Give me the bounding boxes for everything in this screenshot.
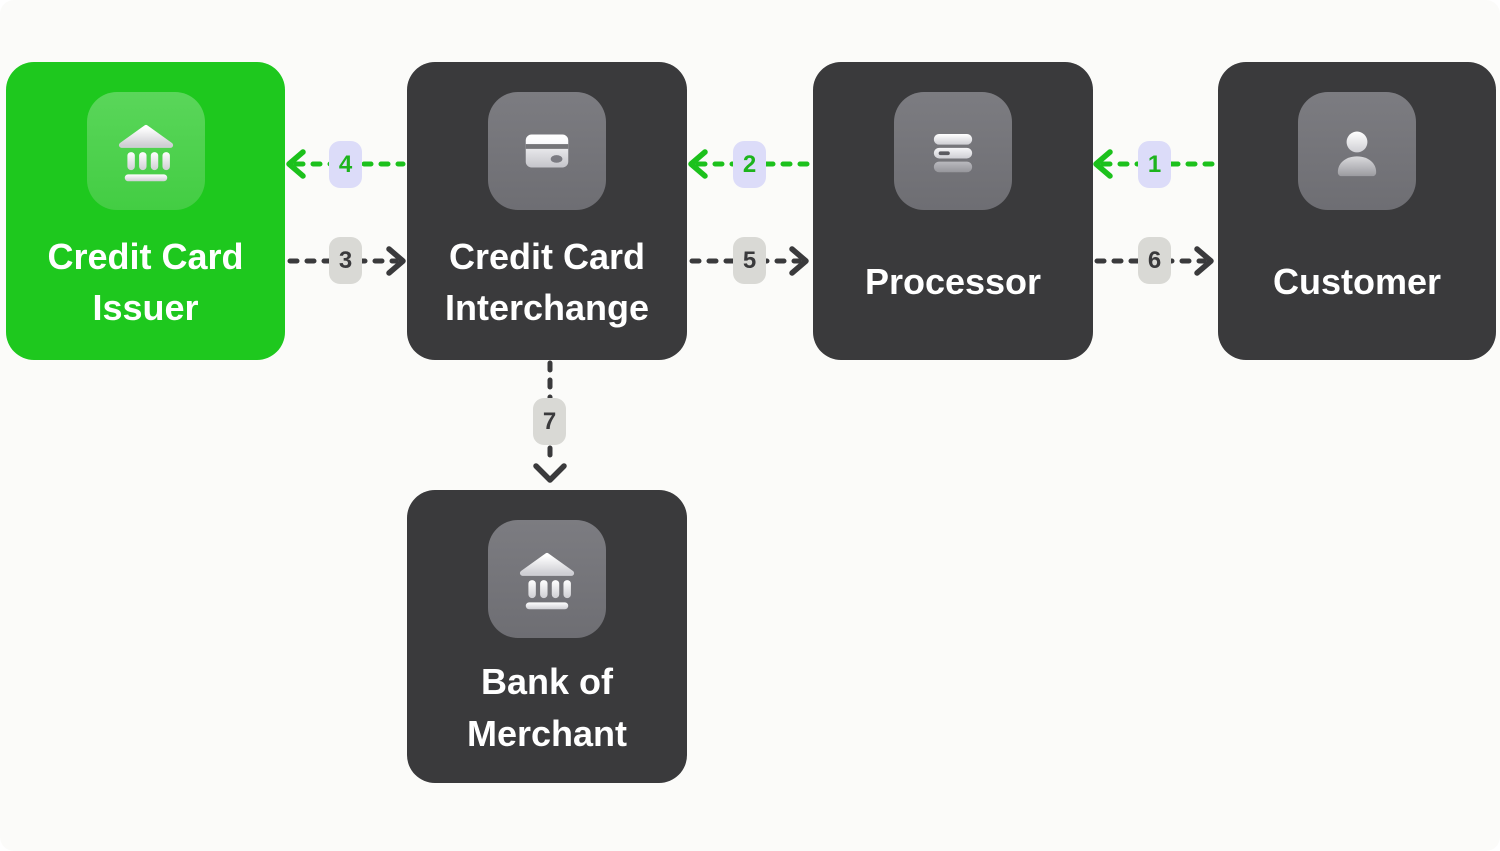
- node-label: Credit Card Interchange: [444, 235, 650, 328]
- node-label: Bank of Merchant: [466, 661, 628, 754]
- connection-badge-2[interactable]: 2: [733, 141, 766, 188]
- connection-badge-6[interactable]: 6: [1138, 237, 1171, 284]
- connection-badge-7[interactable]: 7: [533, 398, 566, 445]
- connection-badge-5[interactable]: 5: [733, 237, 766, 284]
- bank-icon: [488, 520, 606, 638]
- node-label: Customer: [1272, 261, 1442, 303]
- node-label: Credit Card Issuer: [47, 235, 244, 328]
- node-credit-card-issuer[interactable]: Credit Card Issuer: [6, 62, 285, 360]
- person-icon: [1298, 92, 1416, 210]
- bank-icon: [86, 92, 205, 210]
- node-label: Processor: [864, 261, 1042, 303]
- node-processor[interactable]: Processor: [813, 62, 1093, 360]
- node-customer[interactable]: Customer: [1218, 62, 1496, 360]
- server-stack-icon: [894, 92, 1012, 210]
- connection-badge-3[interactable]: 3: [329, 237, 362, 284]
- credit-card-icon: [488, 92, 606, 210]
- connection-badge-1[interactable]: 1: [1138, 141, 1171, 188]
- node-bank-of-merchant[interactable]: Bank of Merchant: [407, 490, 687, 783]
- node-credit-card-interchange[interactable]: Credit Card Interchange: [407, 62, 687, 360]
- connection-badge-4[interactable]: 4: [329, 141, 362, 188]
